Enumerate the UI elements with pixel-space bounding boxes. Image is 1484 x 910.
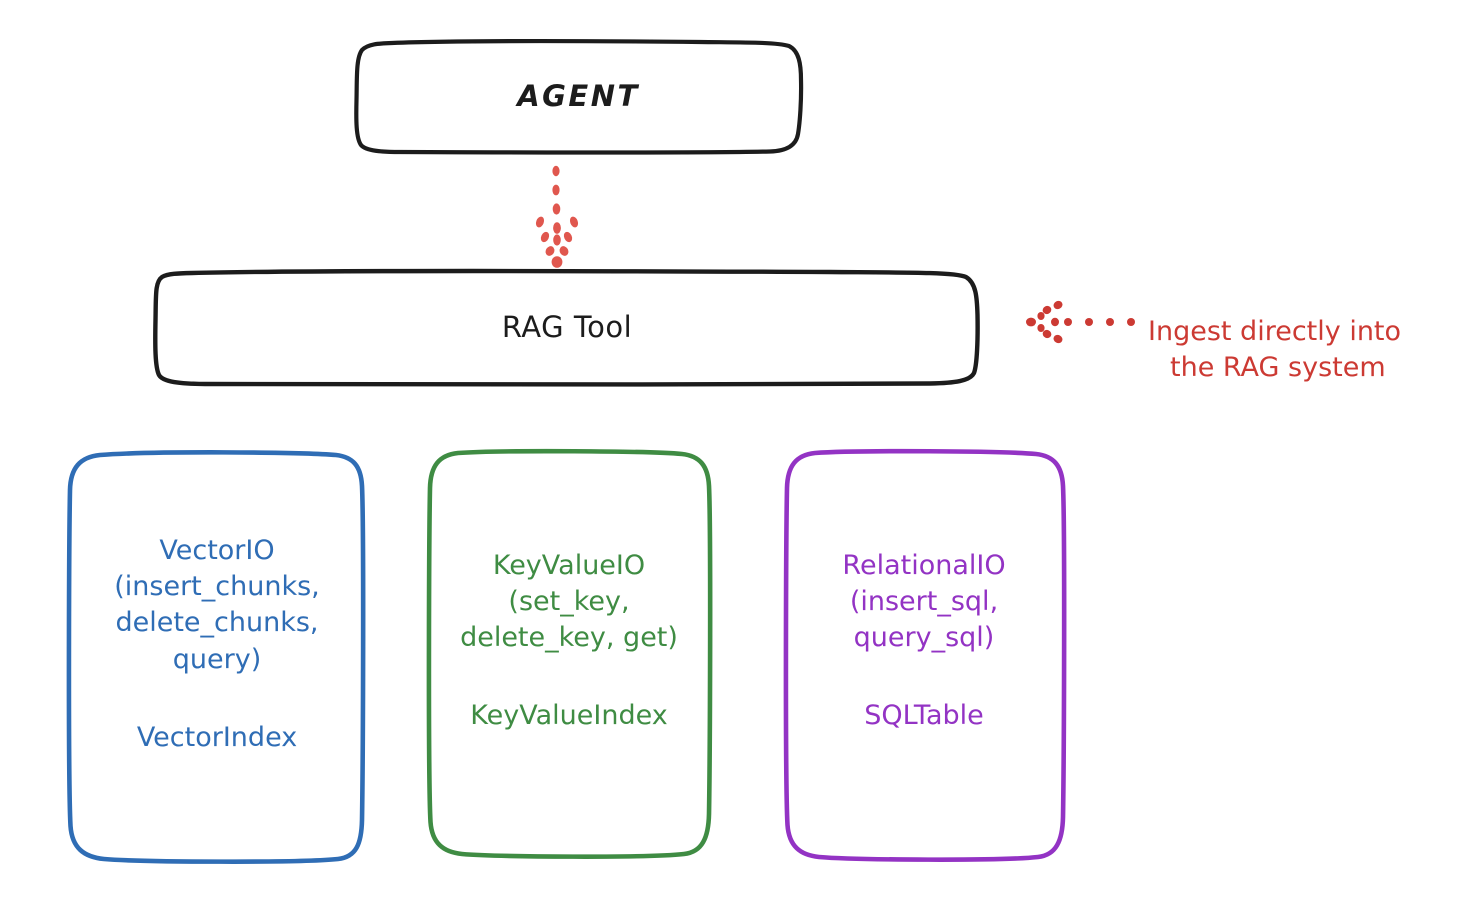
relationalio-label-group: RelationalIO (insert_sql, query_sql) SQL… bbox=[791, 548, 1057, 735]
relationalio-api-label: RelationalIO (insert_sql, query_sql) bbox=[842, 550, 1006, 654]
keyvalueindex-label: KeyValueIndex bbox=[470, 700, 668, 732]
ingest-annotation-line2: the RAG system bbox=[1170, 352, 1386, 384]
ingest-annotation: Ingest directly into the RAG system bbox=[1148, 278, 1478, 423]
agent-label: AGENT bbox=[517, 79, 640, 114]
ingest-annotation-line1: Ingest directly into bbox=[1148, 316, 1402, 348]
keyvalueio-label-group: KeyValueIO (set_key, delete_key, get) Ke… bbox=[434, 548, 704, 735]
vectorio-api-label: VectorIO (insert_chunks, delete_chunks, … bbox=[114, 535, 320, 675]
dotted-arrow-left-icon bbox=[1026, 300, 1135, 344]
vectorindex-label: VectorIndex bbox=[136, 721, 298, 753]
vectorio-label-group: VectorIO (insert_chunks, delete_chunks, … bbox=[78, 533, 356, 756]
keyvalueio-api-label: KeyValueIO (set_key, delete_key, get) bbox=[460, 550, 678, 654]
sqltable-label: SQLTable bbox=[864, 700, 984, 732]
rag-tool-label: RAG Tool bbox=[501, 309, 633, 344]
dotted-arrow-down-icon bbox=[535, 165, 579, 268]
